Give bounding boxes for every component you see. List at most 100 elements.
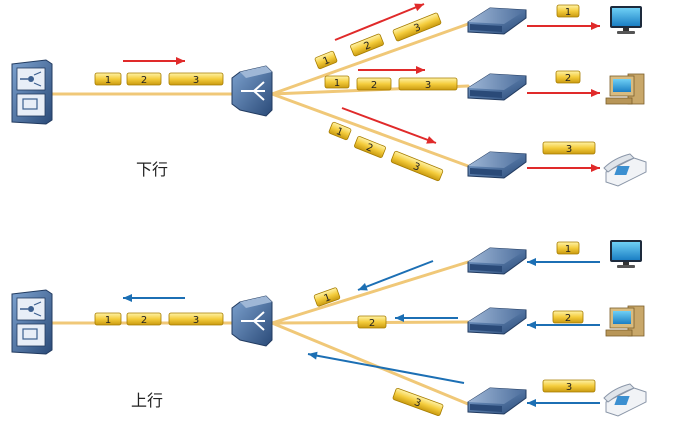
onu-icon	[467, 247, 527, 275]
frame-body	[556, 4, 580, 18]
olt-panel-bottom	[16, 323, 46, 347]
data-frame: 2	[350, 33, 384, 57]
tv-icon	[610, 240, 642, 268]
frame-label: 2	[141, 315, 147, 326]
arrow-shaft	[341, 107, 437, 144]
olt-ray	[33, 301, 42, 306]
flow-arrow	[527, 258, 600, 266]
splitter-icon	[231, 295, 273, 347]
data-frame: 2	[356, 77, 392, 91]
onu-icon	[467, 387, 527, 415]
frame-body	[324, 75, 350, 89]
splitter-mark	[253, 320, 265, 331]
olt-ray	[33, 71, 42, 76]
flow-arrow	[357, 260, 434, 291]
tv-screen	[612, 8, 640, 26]
data-frame: 3	[390, 150, 444, 182]
frame-body	[328, 121, 352, 141]
frame-label: 2	[371, 80, 377, 91]
frame-label: 2	[364, 142, 374, 155]
frame-body	[357, 315, 387, 329]
frame-body	[542, 379, 596, 393]
onu-icon	[467, 7, 527, 35]
frame-label: 1	[334, 78, 340, 89]
flow-arrow	[123, 294, 185, 302]
pc-screen	[613, 311, 631, 324]
phone-icon	[603, 153, 647, 187]
arrow-head	[527, 258, 536, 266]
frame-label: 2	[369, 318, 375, 329]
phone-handset	[603, 153, 635, 173]
frame-body	[314, 50, 338, 70]
frame-label: 1	[105, 75, 111, 86]
data-frame: 1	[94, 312, 122, 326]
frame-body	[556, 241, 580, 255]
onu-front	[470, 264, 502, 272]
arrow-head	[395, 314, 404, 322]
flow-arrow	[123, 57, 185, 65]
computer-icon	[605, 305, 645, 337]
frame-body	[354, 136, 386, 158]
splitter-icon	[231, 65, 273, 117]
data-frame: 2	[555, 70, 581, 84]
arrow-head	[308, 351, 318, 360]
splitter-mark	[253, 90, 265, 101]
phone-icon	[603, 383, 647, 417]
frame-label: 3	[193, 315, 199, 326]
onu-front	[470, 24, 502, 32]
data-frame: 1	[556, 4, 580, 18]
arrow-head	[416, 66, 425, 74]
frame-label: 1	[105, 315, 111, 326]
olt-ray	[33, 82, 42, 87]
pc-screen	[613, 79, 631, 92]
tv-neck	[623, 262, 629, 265]
onu-top	[468, 248, 526, 264]
flow-arrow	[527, 399, 600, 407]
tv-screen	[612, 242, 640, 260]
frame-label: 2	[565, 73, 571, 84]
onu-top	[468, 74, 526, 90]
data-frame: 1	[328, 121, 352, 141]
olt-icon	[11, 59, 53, 125]
frame-label: 3	[566, 144, 572, 155]
olt-monitor	[22, 98, 38, 110]
arrow-shaft	[307, 353, 465, 384]
onu-icon	[467, 73, 527, 101]
frame-body	[168, 72, 224, 86]
fiber-line	[270, 321, 470, 406]
phone-keypad	[614, 396, 630, 405]
onu-front	[470, 324, 502, 332]
frame-body	[542, 141, 596, 155]
flow-arrow	[527, 22, 600, 30]
data-frame: 1	[324, 75, 350, 89]
olt-monitor	[22, 328, 38, 340]
pc-keyboard	[605, 97, 633, 105]
arrow-head	[358, 283, 368, 291]
arrow-head	[591, 22, 600, 30]
frame-label: 2	[363, 40, 373, 53]
flow-arrow	[527, 89, 600, 97]
data-frame: 3	[398, 77, 458, 91]
flow-arrow	[358, 66, 425, 74]
data-frame: 3	[392, 12, 442, 42]
frame-label: 3	[411, 161, 421, 174]
olt-ray	[33, 312, 42, 317]
frame-body	[555, 70, 581, 84]
frame-label: 3	[413, 22, 423, 35]
tv-neck	[623, 28, 629, 31]
frame-label: 1	[565, 7, 571, 18]
tv-stand	[617, 31, 635, 34]
arrow-head	[527, 321, 536, 329]
frame-body	[350, 33, 384, 57]
splitter-top	[240, 66, 272, 78]
frame-body	[94, 72, 122, 86]
frame-body	[552, 310, 584, 324]
frame-label: 1	[565, 244, 571, 255]
flow-arrow	[334, 3, 425, 41]
olt-light	[28, 306, 34, 312]
onu-top	[468, 388, 526, 404]
frame-label: 1	[334, 126, 344, 139]
onu-icon	[467, 307, 527, 335]
